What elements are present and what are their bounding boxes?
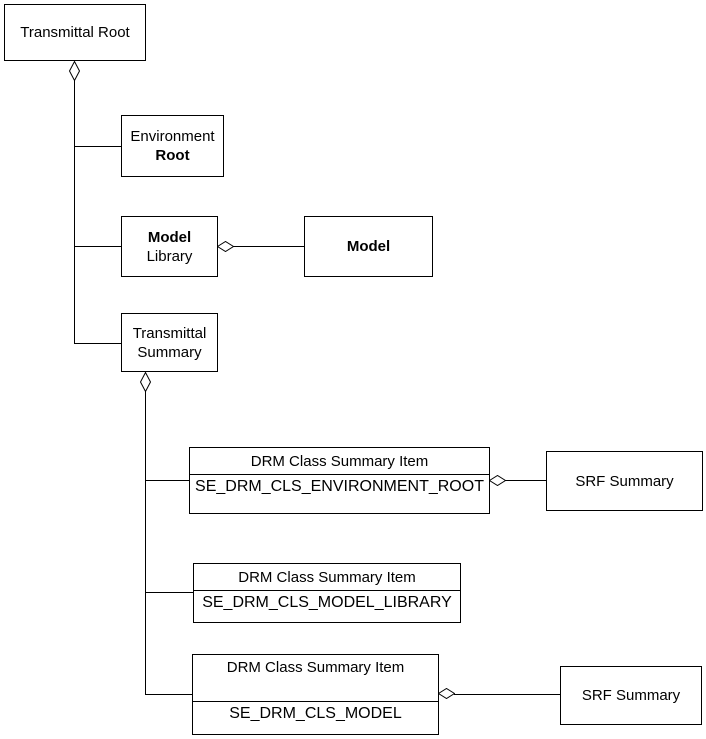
node-header-label: DRM Class Summary Item: [226, 659, 405, 676]
node-value: SE_DRM_CLS_MODEL_LIBRARY: [194, 591, 460, 622]
node-environment-root: Environment Root: [121, 115, 224, 177]
node-drm-class-summary-item-model: DRM Class Summary Item SE_DRM_CLS_MODEL: [192, 654, 439, 735]
node-label: Summary: [137, 343, 202, 361]
aggregation-diamond-icon: [489, 475, 506, 486]
aggregation-diamond-icon: [438, 688, 455, 699]
node-model-library: Model Library: [121, 216, 218, 277]
node-label: Transmittal: [132, 324, 207, 342]
connector-drm3-to-srf-summary: [454, 694, 560, 695]
connector-branch-transmittal-summary: [74, 343, 121, 344]
connector-trunk-transmittal-summary: [145, 391, 146, 695]
connector-branch-drm-item-3: [145, 694, 192, 695]
connector-branch-drm-item-2: [145, 592, 193, 593]
connector-drm1-to-srf-summary: [504, 480, 546, 481]
node-label: Model: [147, 228, 192, 246]
node-transmittal-summary: Transmittal Summary: [121, 313, 218, 372]
connector-branch-environment-root: [74, 146, 121, 147]
node-header: DRM Class Summary Item: [193, 655, 438, 702]
connector-model-library-to-model: [233, 246, 304, 247]
node-drm-class-summary-item-environment-root: DRM Class Summary Item SE_DRM_CLS_ENVIRO…: [189, 447, 490, 514]
node-transmittal-root: Transmittal Root: [4, 4, 146, 61]
node-value: SE_DRM_CLS_ENVIRONMENT_ROOT: [190, 475, 489, 513]
node-value-label: SE_DRM_CLS_MODEL_LIBRARY: [202, 594, 452, 611]
node-value-label: SE_DRM_CLS_MODEL: [229, 705, 402, 722]
aggregation-diamond-icon: [69, 61, 80, 81]
node-label: SRF Summary: [581, 687, 681, 704]
connector-trunk-transmittal-root: [74, 80, 75, 344]
connector-branch-model-library: [74, 246, 121, 247]
node-label: Environment: [130, 128, 215, 145]
node-value-label: SE_DRM_CLS_ENVIRONMENT_ROOT: [195, 478, 484, 495]
node-label: Library: [146, 247, 193, 265]
node-label: Model: [346, 238, 391, 255]
node-label: Root: [155, 147, 190, 164]
aggregation-diamond-icon: [217, 241, 234, 252]
node-value: SE_DRM_CLS_MODEL: [193, 702, 438, 734]
node-header: DRM Class Summary Item: [190, 448, 489, 475]
node-header: DRM Class Summary Item: [194, 564, 460, 591]
node-label: SRF Summary: [575, 472, 674, 490]
node-label: Transmittal Root: [20, 24, 130, 41]
node-srf-summary-2: SRF Summary: [560, 666, 702, 725]
connector-branch-drm-item-1: [145, 480, 189, 481]
node-header-label: DRM Class Summary Item: [238, 568, 416, 586]
node-drm-class-summary-item-model-library: DRM Class Summary Item SE_DRM_CLS_MODEL_…: [193, 563, 461, 623]
node-model: Model: [304, 216, 433, 277]
node-header-label: DRM Class Summary Item: [250, 452, 429, 470]
aggregation-diamond-icon: [140, 372, 151, 392]
node-srf-summary-1: SRF Summary: [546, 451, 703, 511]
